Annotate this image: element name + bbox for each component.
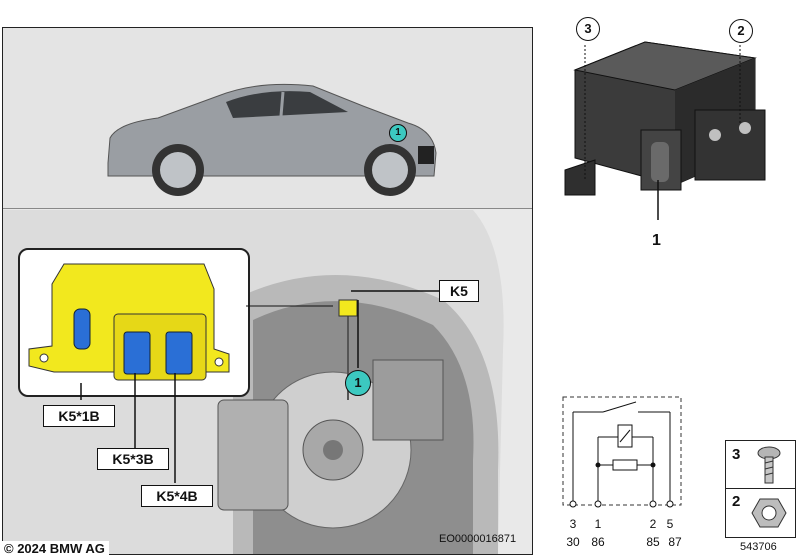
parts-divider bbox=[726, 488, 795, 489]
screw-icon bbox=[757, 446, 781, 484]
callout-1[interactable]: 1 bbox=[345, 370, 371, 396]
overview-callout[interactable]: 1 bbox=[389, 124, 407, 142]
pin-top-1: 1 bbox=[594, 517, 602, 531]
copyright-label: © 2024 BMW AG bbox=[2, 541, 109, 556]
pin-bottom-87: 87 bbox=[668, 535, 682, 549]
pin-top-3: 3 bbox=[569, 517, 577, 531]
nut-icon bbox=[751, 498, 787, 528]
label-k5: K5 bbox=[439, 280, 479, 302]
relay-detail-inset bbox=[18, 248, 250, 397]
pin-bottom-85: 85 bbox=[646, 535, 660, 549]
callout-3: 3 bbox=[576, 17, 600, 41]
car-side-view bbox=[107, 83, 437, 196]
pin-top-2: 2 bbox=[649, 517, 657, 531]
relay-component-drawing bbox=[564, 41, 766, 220]
pin-bottom-30: 30 bbox=[566, 535, 580, 549]
part-item-2-label: 2 bbox=[732, 493, 741, 510]
leader-lines bbox=[80, 290, 439, 483]
part-item-3-label: 3 bbox=[732, 446, 741, 463]
relay-highlight-drawing bbox=[28, 263, 230, 381]
pin-bottom-86: 86 bbox=[591, 535, 605, 549]
label-k5-3b: K5*3B bbox=[97, 448, 169, 470]
parts-box: 3 2 bbox=[725, 440, 796, 538]
label-1: 1 bbox=[652, 232, 661, 249]
label-k5-1b: K5*1B bbox=[43, 405, 115, 427]
main-view-panel: 1 K5 K5*1B K5*3B K5*4B bbox=[2, 27, 533, 555]
image-code: EO0000016871 bbox=[439, 533, 517, 545]
relay-schematic bbox=[562, 396, 682, 508]
label-k5-4b: K5*4B bbox=[141, 485, 213, 507]
part-code: 543706 bbox=[740, 541, 777, 553]
pin-top-5: 5 bbox=[666, 517, 674, 531]
callout-2: 2 bbox=[729, 19, 753, 43]
